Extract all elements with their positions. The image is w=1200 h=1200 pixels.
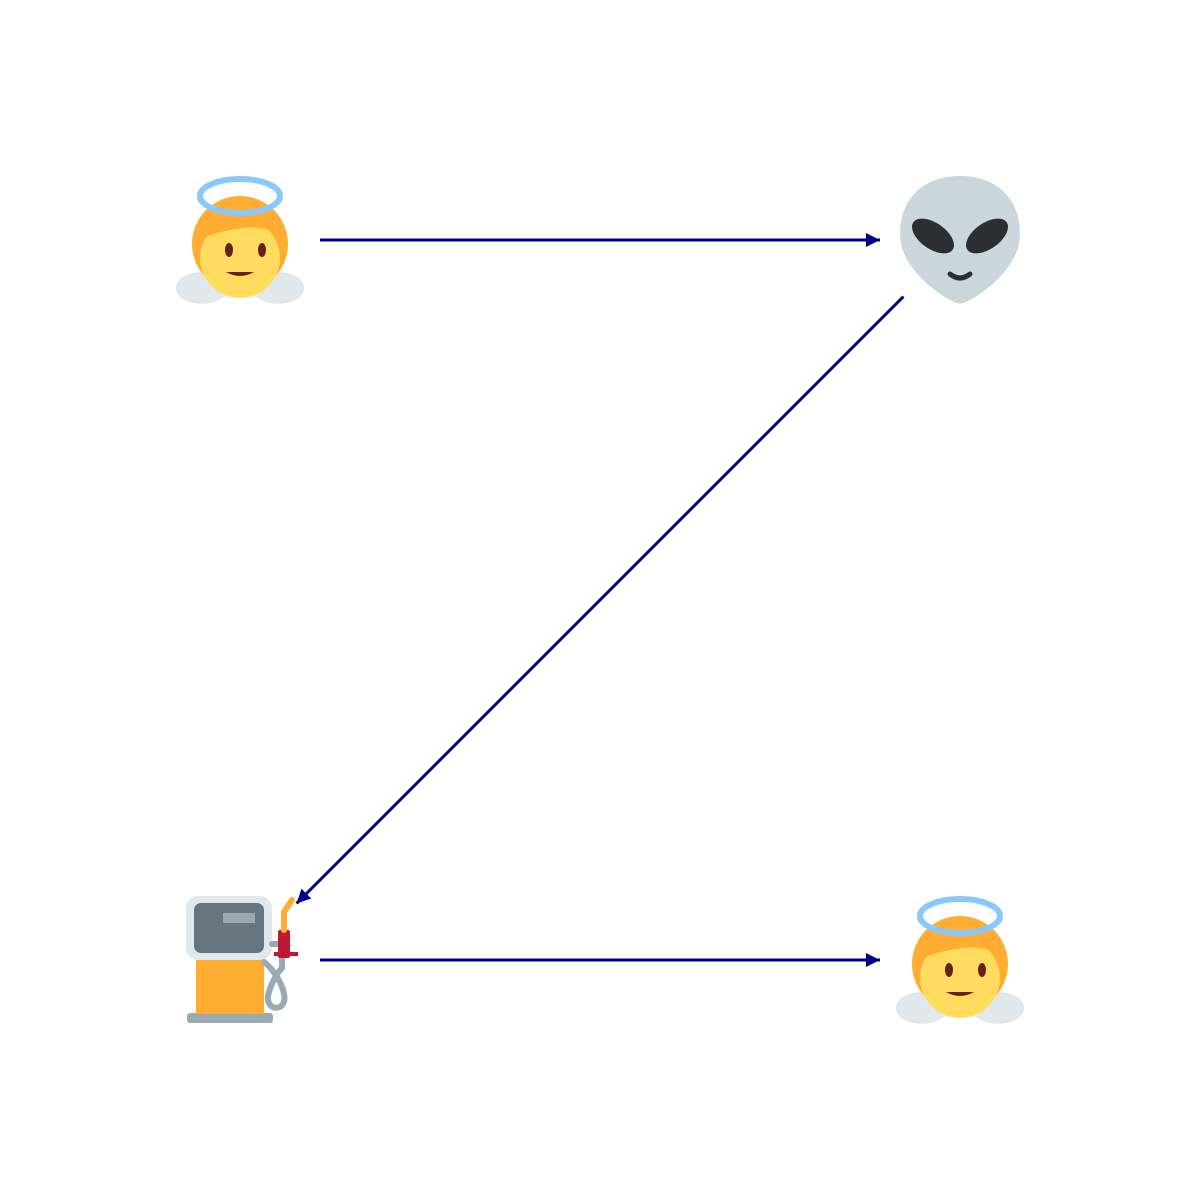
node-top-left [176,179,304,304]
alien-icon [900,176,1020,304]
fuel-pump-icon [186,896,298,1023]
angel-icon [176,179,304,304]
angel-icon [896,899,1024,1024]
node-bottom-left [186,896,298,1023]
edges-layer [295,233,905,967]
node-top-right [900,176,1020,304]
node-bottom-right [896,899,1024,1024]
edge-top-right-to-bottom-left [295,295,905,905]
